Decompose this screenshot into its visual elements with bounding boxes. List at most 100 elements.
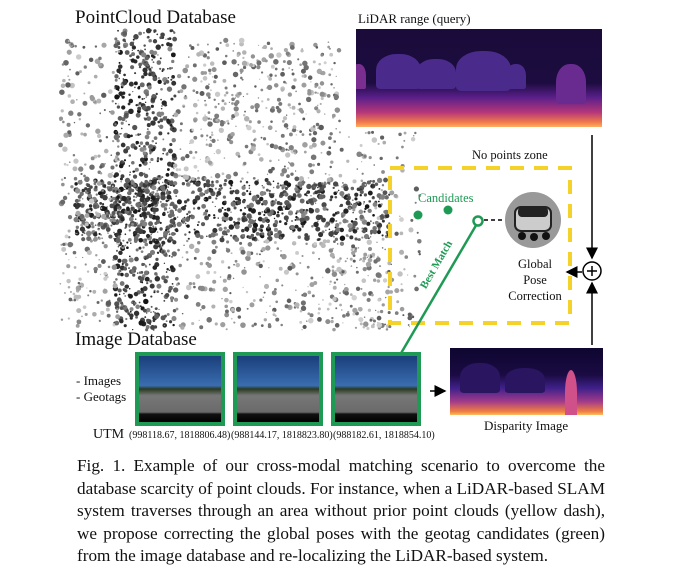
point — [382, 190, 388, 196]
point — [103, 271, 108, 276]
point — [158, 131, 163, 136]
point — [168, 269, 171, 271]
point — [372, 179, 376, 183]
point — [165, 172, 170, 177]
point — [133, 301, 137, 305]
point — [241, 228, 245, 233]
point — [87, 294, 90, 297]
point — [236, 221, 241, 225]
point — [154, 272, 158, 276]
point — [316, 186, 319, 189]
point — [150, 311, 152, 314]
point — [321, 202, 327, 208]
point — [335, 223, 340, 228]
point — [91, 225, 95, 229]
point — [129, 171, 132, 174]
point — [144, 257, 147, 261]
point — [286, 203, 292, 209]
point — [297, 235, 301, 239]
robot-wheel — [530, 233, 538, 241]
point — [352, 229, 356, 233]
point — [101, 203, 105, 206]
point — [355, 217, 358, 221]
point — [68, 259, 70, 261]
point — [266, 208, 271, 213]
point — [132, 91, 134, 93]
point — [299, 198, 305, 204]
point — [213, 216, 216, 219]
point — [128, 123, 130, 126]
point — [61, 182, 65, 187]
point — [205, 182, 211, 188]
point — [144, 61, 146, 64]
point — [83, 174, 86, 178]
point — [219, 184, 223, 188]
point — [129, 59, 131, 61]
point — [186, 224, 190, 228]
point — [122, 239, 125, 242]
point — [188, 231, 191, 234]
point — [141, 262, 145, 267]
point — [163, 230, 169, 236]
point — [95, 128, 101, 134]
point — [78, 70, 82, 74]
robot-lid — [518, 207, 548, 217]
point — [164, 293, 170, 298]
point — [145, 307, 151, 313]
point — [217, 208, 223, 213]
point — [254, 236, 257, 239]
point — [165, 228, 168, 232]
point — [312, 198, 317, 203]
point — [134, 218, 137, 220]
point — [84, 263, 87, 266]
point — [167, 67, 169, 70]
point — [144, 316, 147, 319]
point — [339, 190, 345, 197]
point — [131, 45, 137, 50]
point — [130, 301, 134, 304]
point — [332, 186, 335, 190]
point — [167, 46, 173, 52]
point — [170, 299, 174, 303]
point — [76, 298, 79, 301]
point — [139, 305, 142, 308]
point — [155, 142, 157, 145]
point — [328, 228, 331, 231]
point — [155, 92, 158, 96]
point — [308, 208, 315, 214]
best-match-line — [398, 221, 480, 356]
point — [341, 181, 344, 184]
point — [60, 178, 64, 181]
point — [92, 312, 97, 317]
point — [117, 228, 123, 234]
point — [117, 116, 123, 121]
point — [93, 270, 98, 274]
point — [215, 197, 218, 200]
point — [147, 203, 152, 208]
point — [115, 310, 119, 313]
point — [101, 213, 107, 220]
point — [151, 185, 157, 191]
point — [79, 213, 85, 219]
point — [138, 85, 141, 88]
point — [141, 281, 144, 284]
point — [150, 233, 152, 236]
point — [86, 183, 91, 188]
point — [106, 276, 109, 279]
point — [144, 242, 149, 247]
point — [143, 270, 149, 276]
point — [259, 196, 264, 202]
point — [84, 187, 88, 191]
point — [169, 142, 173, 147]
overlay-annotations — [388, 135, 602, 397]
point — [351, 199, 354, 201]
point — [123, 148, 129, 154]
point — [133, 34, 139, 40]
point — [165, 200, 169, 203]
point — [304, 215, 310, 221]
point — [115, 278, 118, 281]
point — [72, 292, 76, 296]
point — [194, 202, 197, 205]
point — [167, 76, 170, 79]
point — [133, 291, 139, 297]
